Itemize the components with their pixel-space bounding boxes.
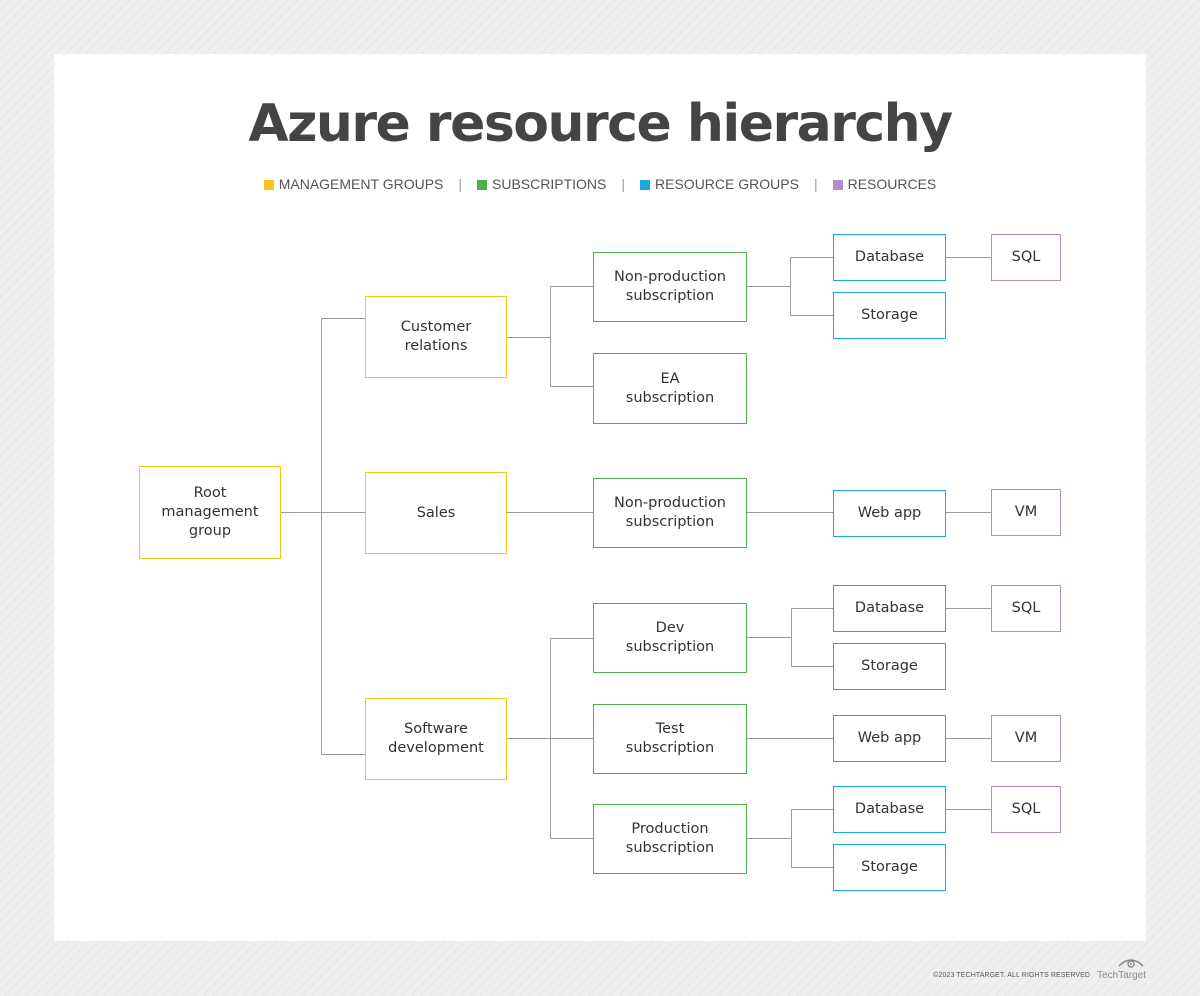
diagram-title: Azure resource hierarchy [248,94,953,154]
node-cr-storage: Storage [833,292,946,339]
node-sales: Sales [365,472,507,554]
legend-label: RESOURCE GROUPS [655,176,799,193]
node-sales-nonproduction-subscription: Non-production subscription [593,478,747,548]
node-dev-subscription: Dev subscription [593,603,747,673]
node-label: VM [1014,730,1038,746]
node-label: Customer relations [400,319,472,354]
legend-item-subscriptions: SUBSCRIPTIONS [477,175,606,193]
connector-root-trunk [281,318,365,755]
node-sales-web-app: Web app [833,490,946,537]
legend: MANAGEMENT GROUPS | SUBSCRIPTIONS | RESOURCE… [0,174,1200,193]
node-label: SQL [1011,600,1041,616]
node-label: SQL [1011,249,1041,265]
connector-cr-nonprod-sub [747,257,833,316]
node-label: Web app [857,505,922,521]
node-cr-database: Database [833,234,946,281]
footer: ©2023 TECHTARGET. ALL RIGHTS RESERVED Te… [933,956,1146,981]
node-label: Sales [416,504,456,521]
subscriptions-swatch [477,180,488,191]
node-label: Storage [861,307,918,323]
copyright-text: ©2023 TECHTARGET. ALL RIGHTS RESERVED [933,972,1091,979]
legend-label: SUBSCRIPTIONS [492,176,607,193]
legend-separator: | [813,176,818,193]
node-label: Dev subscription [625,620,715,655]
node-label: Web app [857,730,922,746]
node-label: Non-production subscription [614,269,726,304]
legend-label: RESOURCES [847,176,937,193]
node-label: Database [854,801,925,817]
node-test-web-app: Web app [833,715,946,762]
node-label: VM [1014,504,1038,520]
connector-customer-relations [507,286,593,387]
node-label: Database [854,600,925,616]
legend-item-resources: RESOURCES [832,175,937,193]
node-prod-sql: SQL [991,786,1061,833]
node-customer-relations: Customer relations [365,296,507,378]
legend-item-resource-groups: RESOURCE GROUPS [640,175,799,193]
resources-swatch [832,180,843,191]
node-label: Storage [861,859,918,875]
node-cr-nonproduction-subscription: Non-production subscription [593,252,747,322]
node-production-subscription: Production subscription [593,804,747,874]
legend-separator: | [458,176,463,193]
eye-icon [1118,959,1144,968]
node-label: Software development [388,721,484,756]
node-prod-storage: Storage [833,844,946,891]
node-sales-vm: VM [991,489,1061,536]
node-label: Database [854,249,925,265]
node-label: EA subscription [625,370,715,406]
node-test-vm: VM [991,715,1061,762]
node-label: SQL [1011,801,1041,817]
node-software-development: Software development [365,698,507,780]
legend-item-management-groups: MANAGEMENT GROUPS [263,175,444,193]
node-dev-storage: Storage [833,643,946,690]
node-label: Non-production subscription [614,495,726,530]
node-label: Production subscription [625,821,715,856]
node-ea-subscription: EA subscription [593,353,747,424]
brand-logo-text: TechTarget [1097,970,1146,981]
connector-resources [945,257,991,810]
brand: TechTarget [1097,956,1146,981]
node-label: Root management group [161,485,259,539]
node-dev-database: Database [833,585,946,632]
legend-label: MANAGEMENT GROUPS [278,176,444,193]
connector-dev-sub [747,608,833,667]
node-dev-sql: SQL [991,585,1061,632]
resource-groups-swatch [640,180,651,191]
management-groups-swatch [263,180,274,191]
node-cr-sql: SQL [991,234,1061,281]
connector-prod-sub [747,809,833,868]
legend-separator: | [621,176,626,193]
node-root-management-group: Root management group [139,466,281,559]
node-label: Storage [861,658,918,674]
connector-software-development [507,638,593,839]
node-test-subscription: Test subscription [593,704,747,774]
node-prod-database: Database [833,786,946,833]
node-label: Test subscription [625,721,715,756]
